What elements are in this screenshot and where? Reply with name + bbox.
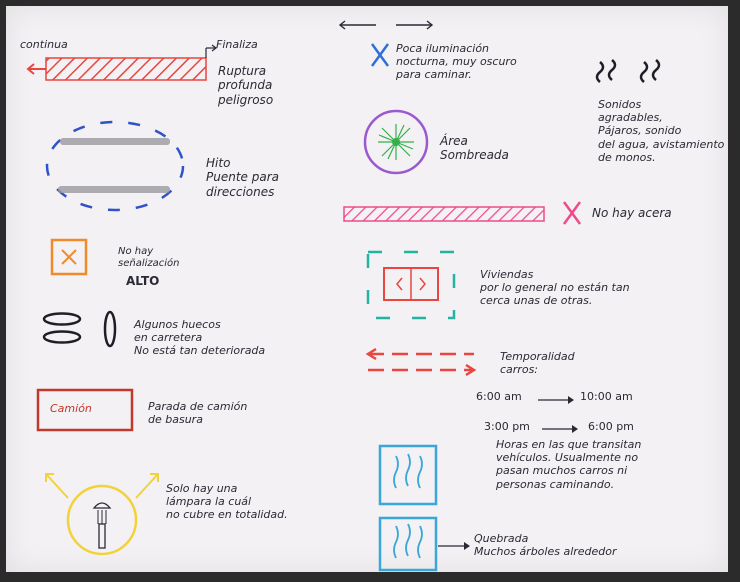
time-1-start: 6:00 am xyxy=(476,390,522,403)
viviendas-text: Viviendas por lo general no están tan ce… xyxy=(480,268,630,308)
continua-label: continua xyxy=(20,38,68,51)
truck-box-icon xyxy=(36,388,136,434)
sombreada-text: Área Sombreada xyxy=(440,134,509,163)
ruptura-text: Ruptura profunda peligroso xyxy=(218,64,274,107)
iluminacion-text: Poca iluminación nocturna, muy oscuro pa… xyxy=(396,42,517,82)
sonidos-text: Sonidos agradables, Pájaros, sonido del … xyxy=(598,98,725,164)
temporalidad-text: Temporalidad carros: xyxy=(500,350,575,377)
time-1-end: 10:00 am xyxy=(580,390,633,403)
creek-lines-icon xyxy=(376,442,476,576)
legend-sheet: continua Finaliza Ruptura profunda pelig… xyxy=(6,6,728,572)
arrow-right-icon-2 xyxy=(540,424,580,434)
camion-label: Camión xyxy=(50,402,92,415)
dashed-oval-icon xyxy=(40,116,190,216)
alto-text: ALTO xyxy=(126,274,160,288)
pothole-ovals-icon xyxy=(40,306,130,356)
lamp-text: Solo hay una lámpara la cuál no cubre en… xyxy=(166,482,288,522)
street-lamp-icon xyxy=(32,464,172,564)
double-arrow-icon xyxy=(336,18,436,32)
horas-text: Horas en las que transitan vehículos. Us… xyxy=(496,438,642,491)
blue-x-icon xyxy=(368,40,392,70)
no-signage-text: No hay señalización xyxy=(118,246,180,269)
shaded-circle-icon xyxy=(360,106,432,178)
dashed-arrow-icon xyxy=(362,346,482,380)
quebrada-text: Quebrada Muchos árboles alrededor xyxy=(474,532,617,559)
finaliza-label: Finaliza xyxy=(216,38,258,51)
orange-x-box-icon xyxy=(50,238,90,278)
camion-text: Parada de camión de basura xyxy=(148,400,248,427)
sound-wave-icon xyxy=(594,56,674,90)
dashed-house-icon xyxy=(362,246,462,326)
arrow-right-icon xyxy=(536,395,576,405)
red-hatched-bar-icon xyxy=(24,44,224,88)
huecos-text: Algunos huecos en carretera No está tan … xyxy=(134,318,266,358)
time-2-start: 3:00 pm xyxy=(484,420,530,433)
hito-text: Hito Puente para direcciones xyxy=(206,156,279,199)
time-2-end: 6:00 pm xyxy=(588,420,634,433)
acera-text: No hay acera xyxy=(592,206,672,220)
pink-hatched-bar-icon xyxy=(340,198,590,228)
